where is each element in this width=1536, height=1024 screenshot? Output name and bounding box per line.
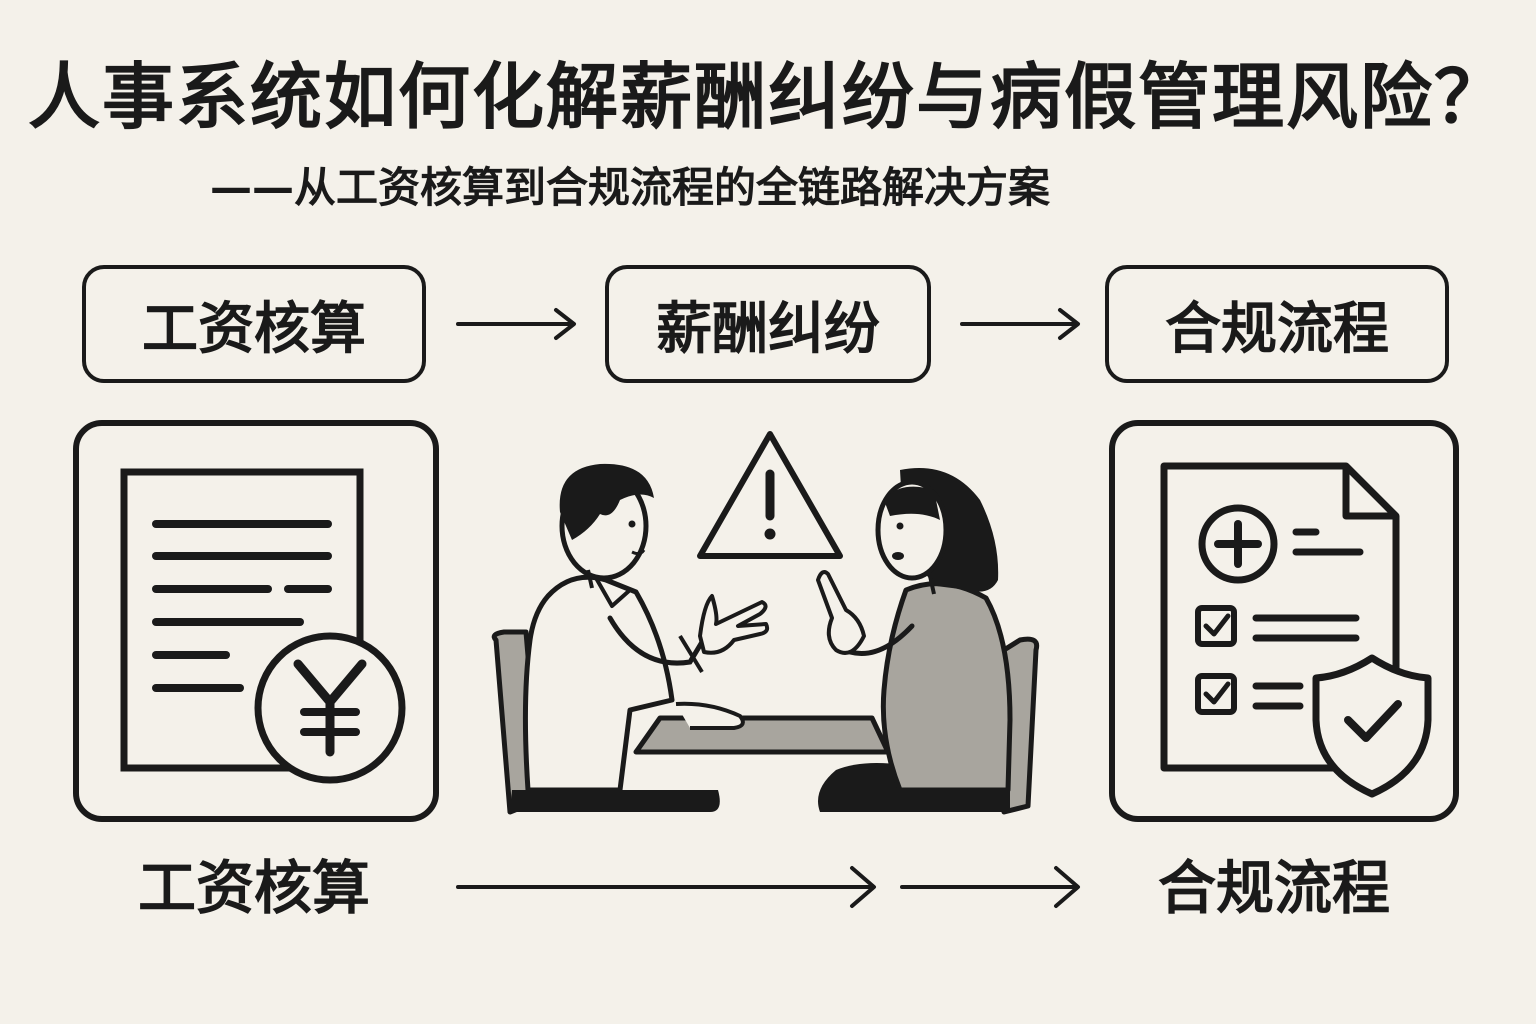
step-box-payroll: 工资核算 <box>82 265 426 383</box>
checkbox-icon <box>1195 673 1237 715</box>
arrow-step2-to-step3 <box>960 308 1080 340</box>
dispute-meeting-illustration <box>491 463 1040 815</box>
arrow-step1-to-step2 <box>456 308 576 340</box>
table-shape <box>633 715 891 755</box>
medical-plus-icon <box>1198 504 1278 584</box>
shield-check-icon <box>1312 654 1432 798</box>
woman-sweater <box>880 581 1013 793</box>
bottom-label-payroll: 工资核算 <box>138 854 371 922</box>
man-shirt <box>522 574 675 793</box>
bottom-arrow-short <box>900 866 1080 908</box>
page-subtitle: ——从工资核算到合规流程的全链路解决方案 <box>210 163 1051 212</box>
warning-icon <box>697 431 843 559</box>
page-title: 人事系统如何化解薪酬纠纷与病假管理风险？ <box>27 55 1508 139</box>
man-hair <box>559 463 654 540</box>
step-box-compliance: 合规流程 <box>1105 265 1449 383</box>
panel-compliance <box>1109 420 1459 822</box>
step-box-dispute: 薪酬纠纷 <box>605 265 931 383</box>
panel-payroll <box>73 420 439 822</box>
checkbox-icon <box>1195 605 1237 647</box>
yen-coin-icon <box>254 632 406 784</box>
man-hand <box>698 594 770 655</box>
bottom-label-compliance: 合规流程 <box>1158 854 1391 922</box>
woman-pointing-hand <box>816 570 866 655</box>
man-legs <box>510 790 720 812</box>
bottom-arrow-long <box>456 866 876 908</box>
right-chair <box>1001 636 1040 815</box>
